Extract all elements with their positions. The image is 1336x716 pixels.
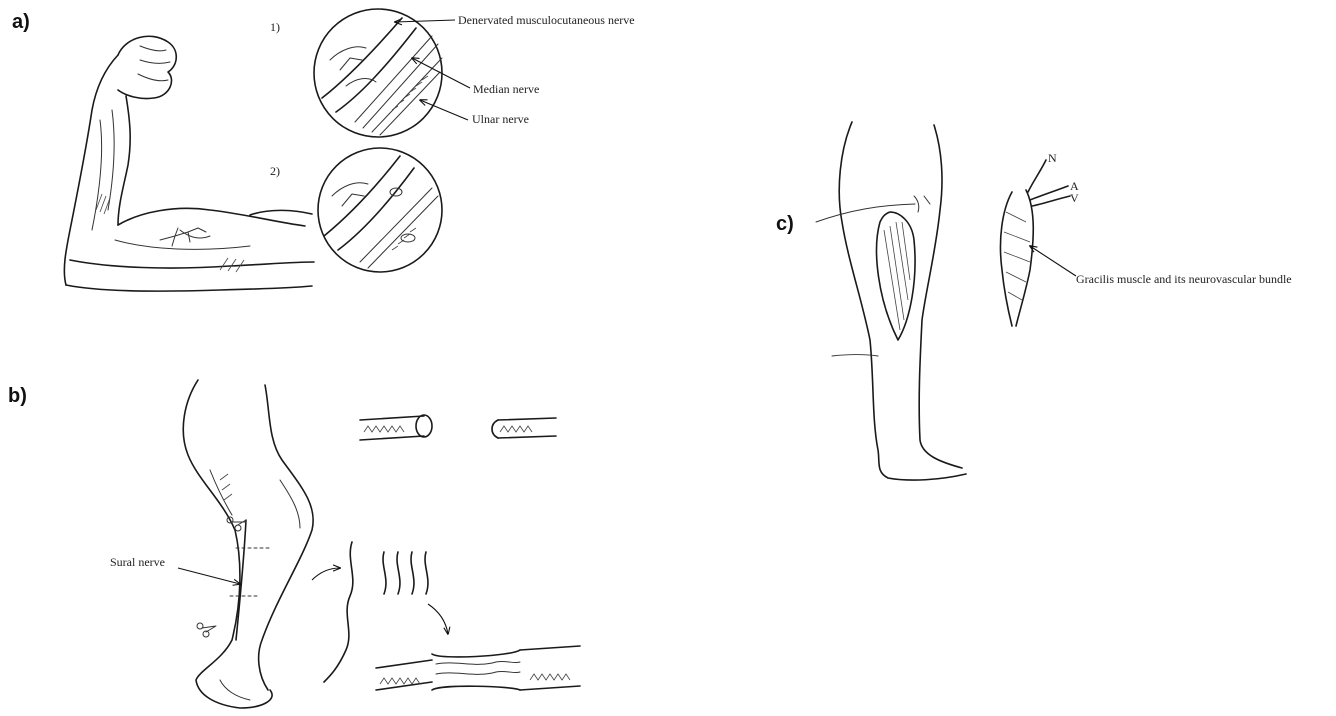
gracilis-arrow bbox=[1030, 246, 1076, 276]
flap-letter-n: N bbox=[1048, 151, 1057, 165]
transfer-arrow bbox=[312, 568, 340, 580]
gracilis-flap-drawing bbox=[1000, 160, 1070, 326]
gracilis-label: Gracilis muscle and its neurovascular bu… bbox=[1076, 272, 1292, 286]
graft-arrow bbox=[428, 604, 448, 634]
thigh-leg-drawing bbox=[816, 122, 966, 480]
sural-nerve-label: Sural nerve bbox=[110, 555, 165, 569]
step-2-label: 2) bbox=[270, 164, 280, 178]
nerve-segment-whole bbox=[360, 415, 432, 440]
panel-a-label: a) bbox=[12, 11, 30, 33]
denervated-musculocutaneous-nerve-label: Denervated musculocutaneous nerve bbox=[458, 13, 635, 27]
panel-b-label: b) bbox=[8, 385, 27, 407]
leg-drawing bbox=[183, 380, 313, 708]
nerve-segment-cut bbox=[492, 418, 556, 438]
median-nerve-label: Median nerve bbox=[473, 82, 539, 96]
inset-circle-step-1 bbox=[314, 9, 442, 137]
ulnar-nerve-arrow bbox=[420, 100, 468, 120]
scissors-icon bbox=[197, 623, 216, 637]
sural-nerve-arrow bbox=[178, 568, 240, 584]
musculocutaneous-arrow bbox=[395, 20, 455, 22]
nerve-graft-cables bbox=[383, 552, 428, 594]
inset-circle-step-2 bbox=[318, 148, 442, 272]
ulnar-nerve-label: Ulnar nerve bbox=[472, 112, 529, 126]
step-1-label: 1) bbox=[270, 20, 280, 34]
nerve-graft-repair bbox=[376, 646, 580, 690]
harvested-sural-nerve bbox=[324, 542, 353, 682]
flap-letter-v: V bbox=[1070, 191, 1079, 205]
panel-c-label: c) bbox=[776, 213, 794, 235]
